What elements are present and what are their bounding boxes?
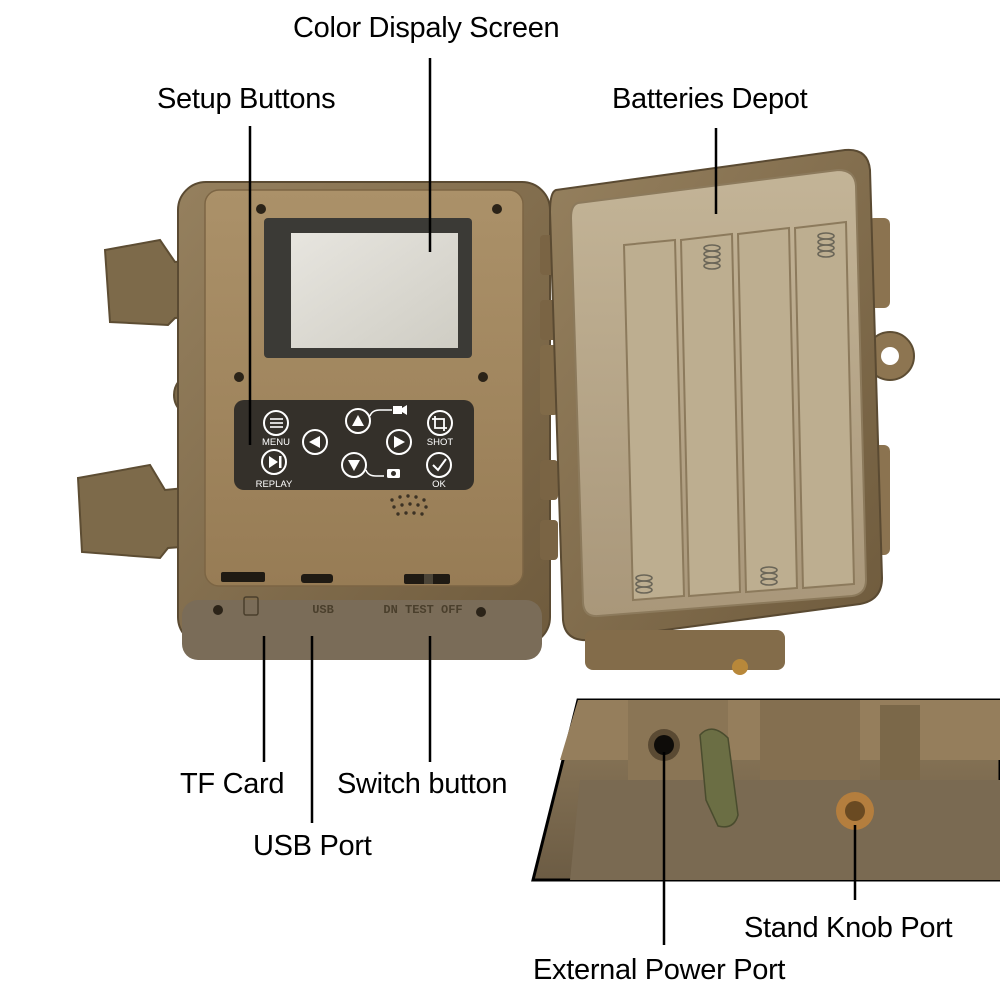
color-display-screen: [264, 218, 472, 358]
switch-marking: DN TEST OFF: [383, 603, 462, 617]
battery-springs: [635, 232, 835, 594]
usb-marking: USB: [312, 603, 334, 617]
usb-callout-label: USB Port: [253, 830, 372, 862]
callout-lines: [248, 58, 857, 945]
down-arrow-button[interactable]: [341, 452, 400, 478]
power-jack-cap: [699, 728, 739, 828]
replay-key-label: REPLAY: [256, 479, 293, 490]
battery-compartments: [622, 220, 856, 602]
tf-card-slot[interactable]: [221, 572, 265, 616]
video-icon: [393, 405, 407, 415]
right-arrow-button[interactable]: [386, 429, 412, 455]
stand-knob-port[interactable]: [836, 792, 874, 830]
mode-switch[interactable]: DN TEST OFF: [383, 574, 463, 617]
power-port-callout-label: External Power Port: [533, 954, 786, 986]
left-arrow-button[interactable]: [302, 429, 328, 455]
shot-key-label: SHOT: [427, 437, 454, 448]
speaker-grille: [390, 494, 428, 516]
ok-key-label: OK: [432, 479, 446, 490]
tf-card-callout-label: TF Card: [180, 768, 285, 800]
crop-icon: [432, 416, 447, 431]
ok-button[interactable]: OK: [426, 452, 452, 490]
usb-port[interactable]: USB: [301, 574, 334, 617]
external-power-jack[interactable]: [648, 729, 680, 761]
switch-callout-label: Switch button: [337, 768, 508, 800]
menu-button[interactable]: MENU: [262, 410, 290, 448]
menu-key-label: MENU: [262, 437, 290, 448]
display-callout-label: Color Dispaly Screen: [293, 12, 560, 44]
up-arrow-button[interactable]: [345, 405, 407, 434]
replay-button[interactable]: REPLAY: [256, 449, 293, 490]
stand-knob-callout-label: Stand Knob Port: [744, 912, 953, 944]
keypad: MENU: [234, 400, 474, 490]
bottom-detail-inset: [531, 698, 1000, 882]
setup-buttons-callout-label: Setup Buttons: [157, 83, 336, 115]
batteries-callout-label: Batteries Depot: [612, 83, 808, 115]
camera-icon: [387, 469, 400, 478]
shot-button[interactable]: SHOT: [427, 410, 454, 448]
